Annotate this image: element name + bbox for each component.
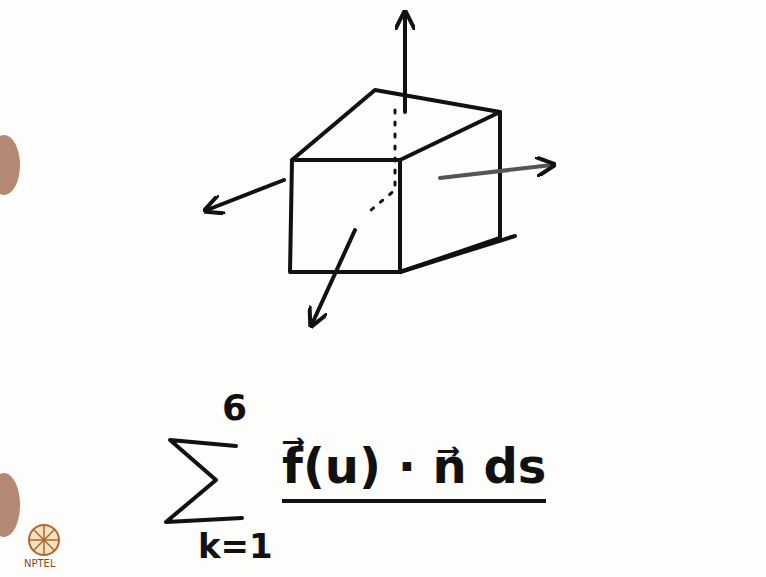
- flux-integrand: f⃗(u) · n⃗ ds: [282, 440, 546, 503]
- nptel-logo: [29, 525, 59, 555]
- cube: [290, 90, 515, 272]
- normal-arrows: [207, 14, 552, 324]
- upper-limit: 6: [222, 388, 247, 428]
- logo-text: NPTEL: [24, 558, 56, 569]
- lower-limit: k=1: [198, 528, 273, 565]
- summation-sign: [166, 440, 242, 522]
- finger: [0, 135, 20, 537]
